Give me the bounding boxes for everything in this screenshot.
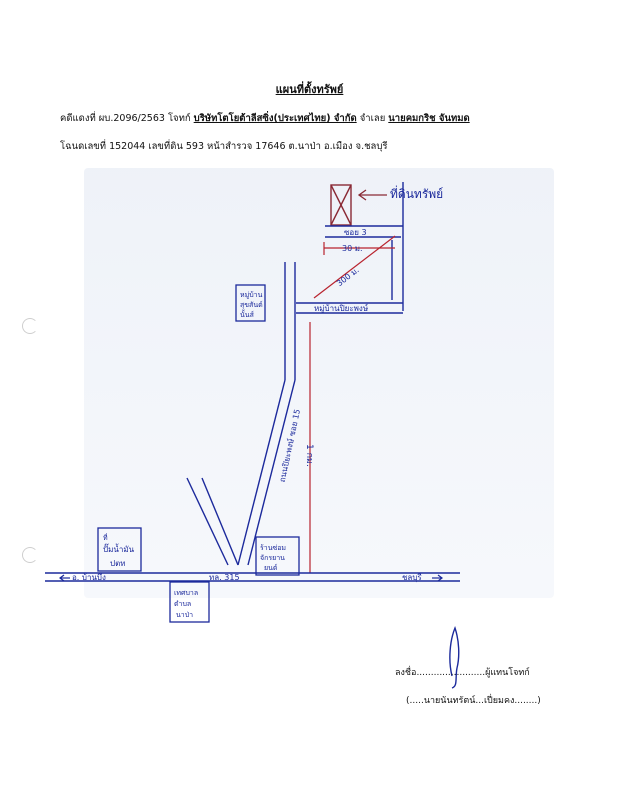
property-marker-label: ที่ดินทรัพย์ [390,185,443,201]
road-right-label: ชลบุรี [402,573,422,582]
property-box [330,184,352,226]
road-left-arrow [59,574,70,582]
moto-label-2: จักรยาน [260,554,285,562]
soi15-road [186,262,296,566]
distance-300m: 300 ม. [335,265,361,288]
distance-1km: 1 กม. [304,444,314,467]
gas-station-box [97,527,142,572]
soi3-label: ซอย 3 [344,228,367,237]
red-distance-lines [309,235,396,573]
motorcycle-shop-box [255,536,300,576]
distance-30m: 30 ม. [342,244,363,253]
document-title: แผนที่ตั้งทรัพย์ [275,83,344,96]
shop-label-1: หมู่บ้าน [240,291,263,299]
road-right-arrow [432,574,443,582]
gas-label-2: ปั๊มน้ำมัน [103,543,135,554]
defendant-name: นายคมกริช จันทมด [388,113,470,124]
arrow-to-property [357,189,387,201]
municipal-label-1: เทศบาล [174,589,198,597]
gas-label-1: ที่ [103,533,108,542]
main-road [45,572,460,582]
village-road [296,302,403,314]
plaintiff-name: บริษัทโตโยต้าลีสซิ่ง(ประเทศไทย) จำกัด [193,113,357,124]
shop-label-3: นั้นส์ [240,308,255,319]
signer-name: (.....นายนันทรัตน์...เปี่ยมคง........) [406,696,541,706]
moto-label-3: ยนต์ [264,564,278,572]
village-label: หมู่บ้านปิยะพงษ์ [314,303,368,314]
moto-label-1: ร้านซ่อม [260,544,286,552]
punch-hole-top [22,318,38,334]
sign-dots: ........................ [416,668,486,678]
gas-label-3: ปตท [110,559,126,568]
case-number: คดีแดงที่ ผบ.2096/2563 [60,113,165,124]
defendant-label: จำเลย [359,113,386,124]
signature-scribble [449,626,460,689]
municipal-label-3: นาป่า [176,611,193,619]
plaintiff-label: โจทก์ [167,113,191,124]
road-code-label: ทล. 315 [209,573,240,582]
municipal-box [169,581,210,623]
shop-box [235,284,266,322]
deed-line: โฉนดเลขที่ 152044 เลขที่ดิน 593 หน้าสำรว… [60,141,388,152]
shop-label-2: สุขสันต์ [240,301,263,309]
soi15-label: ถนนปิยะพงษ์ ซอย 15 [277,408,302,483]
punch-hole-bottom [22,547,38,563]
soi3-lane [325,182,404,311]
case-line: คดีแดงที่ ผบ.2096/2563 โจทก์ บริษัทโตโยต… [60,111,470,126]
municipal-label-2: ตำบล [174,600,191,608]
road-left-label: อ. บ้านบึง [72,573,106,582]
sign-prefix: ลงชื่อ [395,668,417,678]
background-bleed [84,168,554,598]
signature-line: ลงชื่อ........................ผู้แทนโจทก… [395,665,530,679]
sign-role: ผู้แทนโจทก์ [485,668,530,678]
